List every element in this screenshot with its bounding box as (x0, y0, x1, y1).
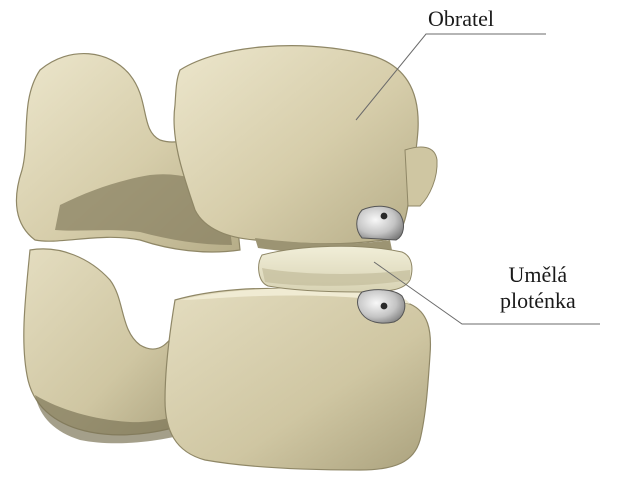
upper-implant-plate (357, 206, 404, 240)
upper-vertebra-process (405, 147, 437, 206)
lower-implant-screw (381, 303, 388, 310)
upper-implant-screw (381, 213, 388, 220)
artificial-disc-label-line1: Umělá (500, 262, 576, 288)
vertebra-label: Obratel (428, 6, 494, 32)
artificial-disc-label: Umělá ploténka (500, 262, 576, 314)
artificial-disc-label-line2: ploténka (500, 288, 576, 314)
